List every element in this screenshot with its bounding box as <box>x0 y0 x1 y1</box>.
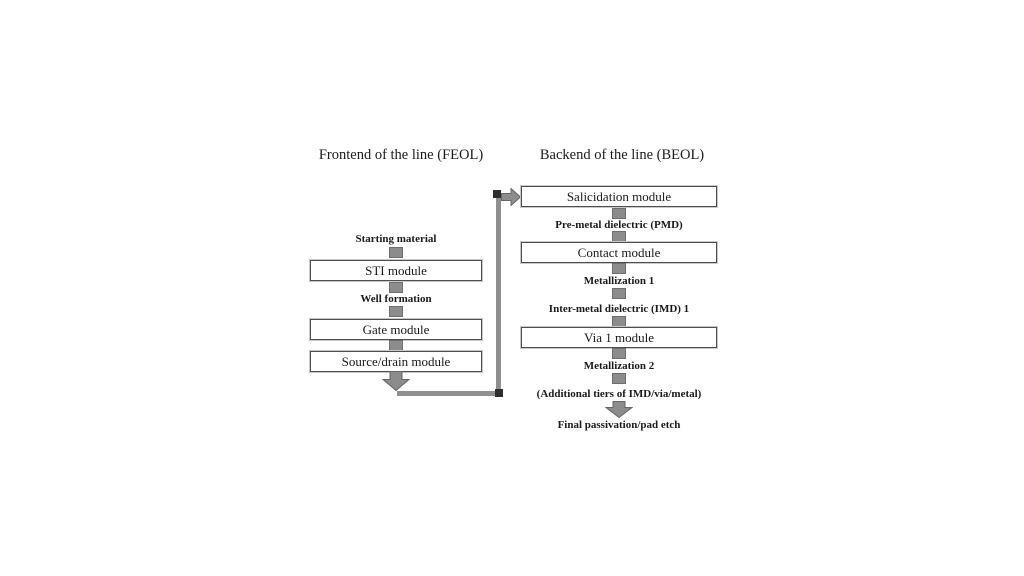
down-arrow-icon <box>382 371 410 391</box>
step-connector <box>389 306 403 317</box>
feol-box-source-drain-module: Source/drain module <box>309 350 483 373</box>
beol-box-salicidation-module: Salicidation module <box>520 185 718 208</box>
beol-step-label-final-passivation: Final passivation/pad etch <box>557 419 681 431</box>
step-connector <box>612 231 626 242</box>
beol-step-label-pmd: Pre-metal dielectric (PMD) <box>555 219 683 231</box>
step-connector <box>612 263 626 274</box>
beol-step-label-metallization-2: Metallization 2 <box>583 360 655 372</box>
step-connector <box>389 340 403 351</box>
step-connector <box>612 348 626 359</box>
step-connector <box>389 247 403 258</box>
step-connector <box>612 373 626 384</box>
feol-column-title: Frontend of the line (FEOL) <box>318 147 484 163</box>
step-connector <box>389 282 403 293</box>
step-connector <box>612 208 626 219</box>
beol-step-label-imd-1: Inter-metal dielectric (IMD) 1 <box>548 303 690 315</box>
feol-step-label-well-formation: Well formation <box>360 293 432 305</box>
beol-column-title: Backend of the line (BEOL) <box>539 147 705 163</box>
corner-node <box>493 190 501 198</box>
feol-box-sti-module: STI module <box>309 259 483 282</box>
beol-step-label-additional-tiers: (Additional tiers of IMD/via/metal) <box>536 388 702 400</box>
corner-node <box>495 389 503 397</box>
beol-step-label-metallization-1: Metallization 1 <box>583 275 655 287</box>
beol-box-contact-module: Contact module <box>520 241 718 264</box>
connector-hline <box>397 391 503 396</box>
step-connector <box>612 288 626 299</box>
step-connector <box>612 316 626 327</box>
feol-step-label-starting-material: Starting material <box>355 233 437 245</box>
right-arrow-icon <box>501 188 521 206</box>
feol-box-gate-module: Gate module <box>309 318 483 341</box>
down-arrow-icon <box>605 401 633 418</box>
beol-box-via-1-module: Via 1 module <box>520 326 718 349</box>
connector-vline <box>496 193 501 396</box>
